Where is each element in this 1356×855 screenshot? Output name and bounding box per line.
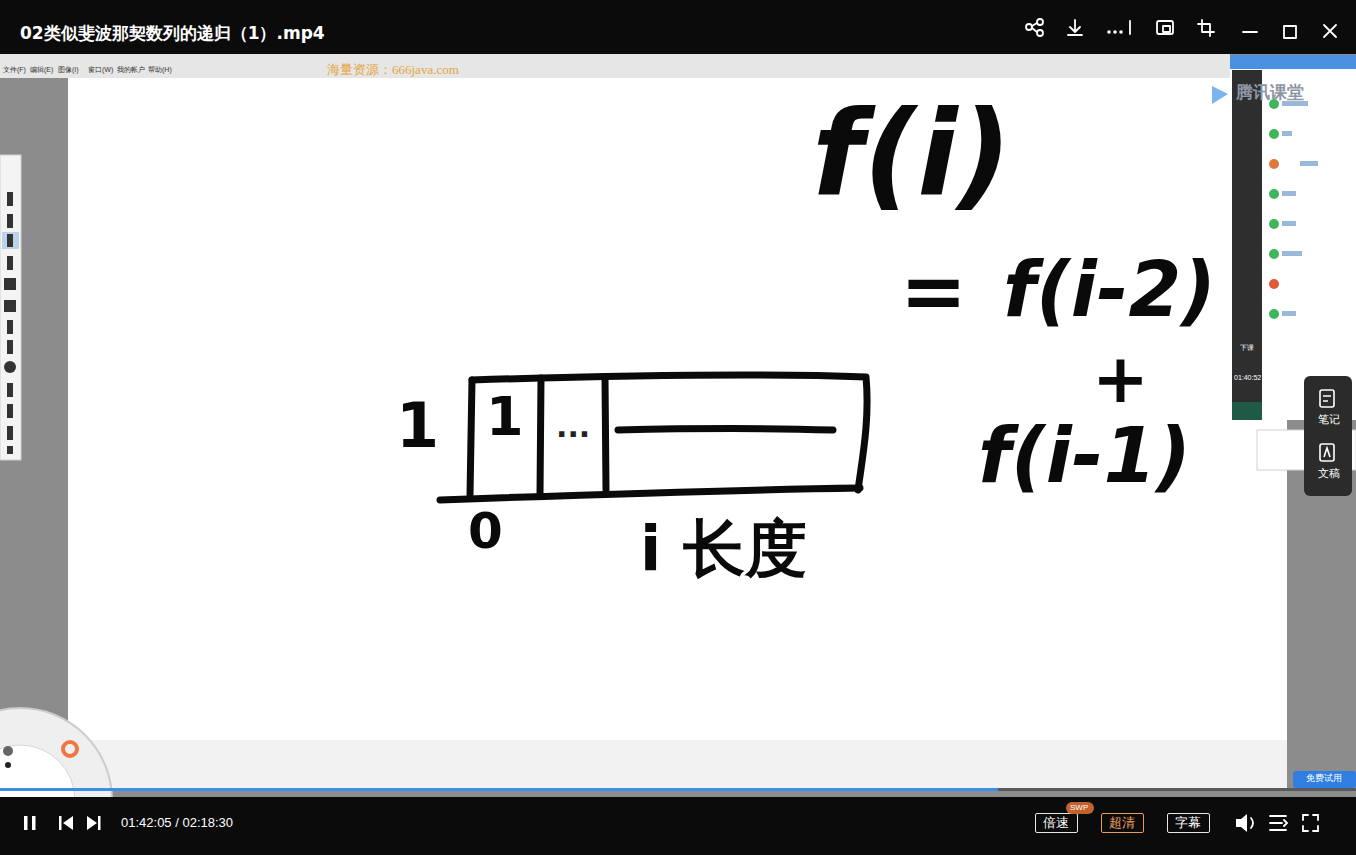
index-label: 0 xyxy=(468,506,503,556)
length-label: i 长度 xyxy=(640,518,807,580)
button-label: 超清 xyxy=(1109,815,1136,831)
formula-text: f(i) xyxy=(812,95,1012,213)
time-display: 01:42:05 / 02:18:30 xyxy=(121,816,233,829)
formula-text: f(i-2) xyxy=(1003,252,1216,328)
timer: 01:40:52 xyxy=(1234,374,1261,381)
array-value: 1 xyxy=(486,390,524,444)
ellipsis-mark: ... xyxy=(556,412,590,442)
formula-text: + xyxy=(1092,345,1149,413)
side-button-label: 笔记 xyxy=(1318,414,1340,425)
button-label: 倍速 xyxy=(1043,815,1070,831)
window-title: 02类似斐波那契数列的递归（1）.mp4 xyxy=(20,22,325,45)
speed-button: 倍速 xyxy=(1035,813,1078,833)
menu-item: 帮助(H) xyxy=(148,66,172,73)
trial-tag: 免费试用 xyxy=(1306,774,1342,783)
quality-button: 超清 xyxy=(1101,813,1144,833)
side-button-label: 文稿 xyxy=(1318,468,1340,479)
formula-text: f(i-1) xyxy=(978,418,1191,494)
end-class-label: 下课 xyxy=(1240,344,1254,351)
button-label: 字幕 xyxy=(1175,815,1202,831)
subtitle-button: 字幕 xyxy=(1167,813,1210,833)
array-value: 1 xyxy=(396,395,439,457)
menu-item: 编辑(E) xyxy=(30,66,53,73)
watermark: 海量资源：666java.com xyxy=(327,63,459,76)
classroom-logo: 腾讯课堂 xyxy=(1236,84,1304,101)
menu-item: 文件(F) xyxy=(3,66,26,73)
menu-item: 窗口(W) xyxy=(88,66,113,73)
menu-item: 图像(I) xyxy=(58,66,79,73)
menu-item: 我的帐户 xyxy=(117,66,145,73)
speed-badge: SWP xyxy=(1066,802,1094,814)
formula-text: = xyxy=(900,252,967,332)
button-label: SWP xyxy=(1070,803,1090,813)
